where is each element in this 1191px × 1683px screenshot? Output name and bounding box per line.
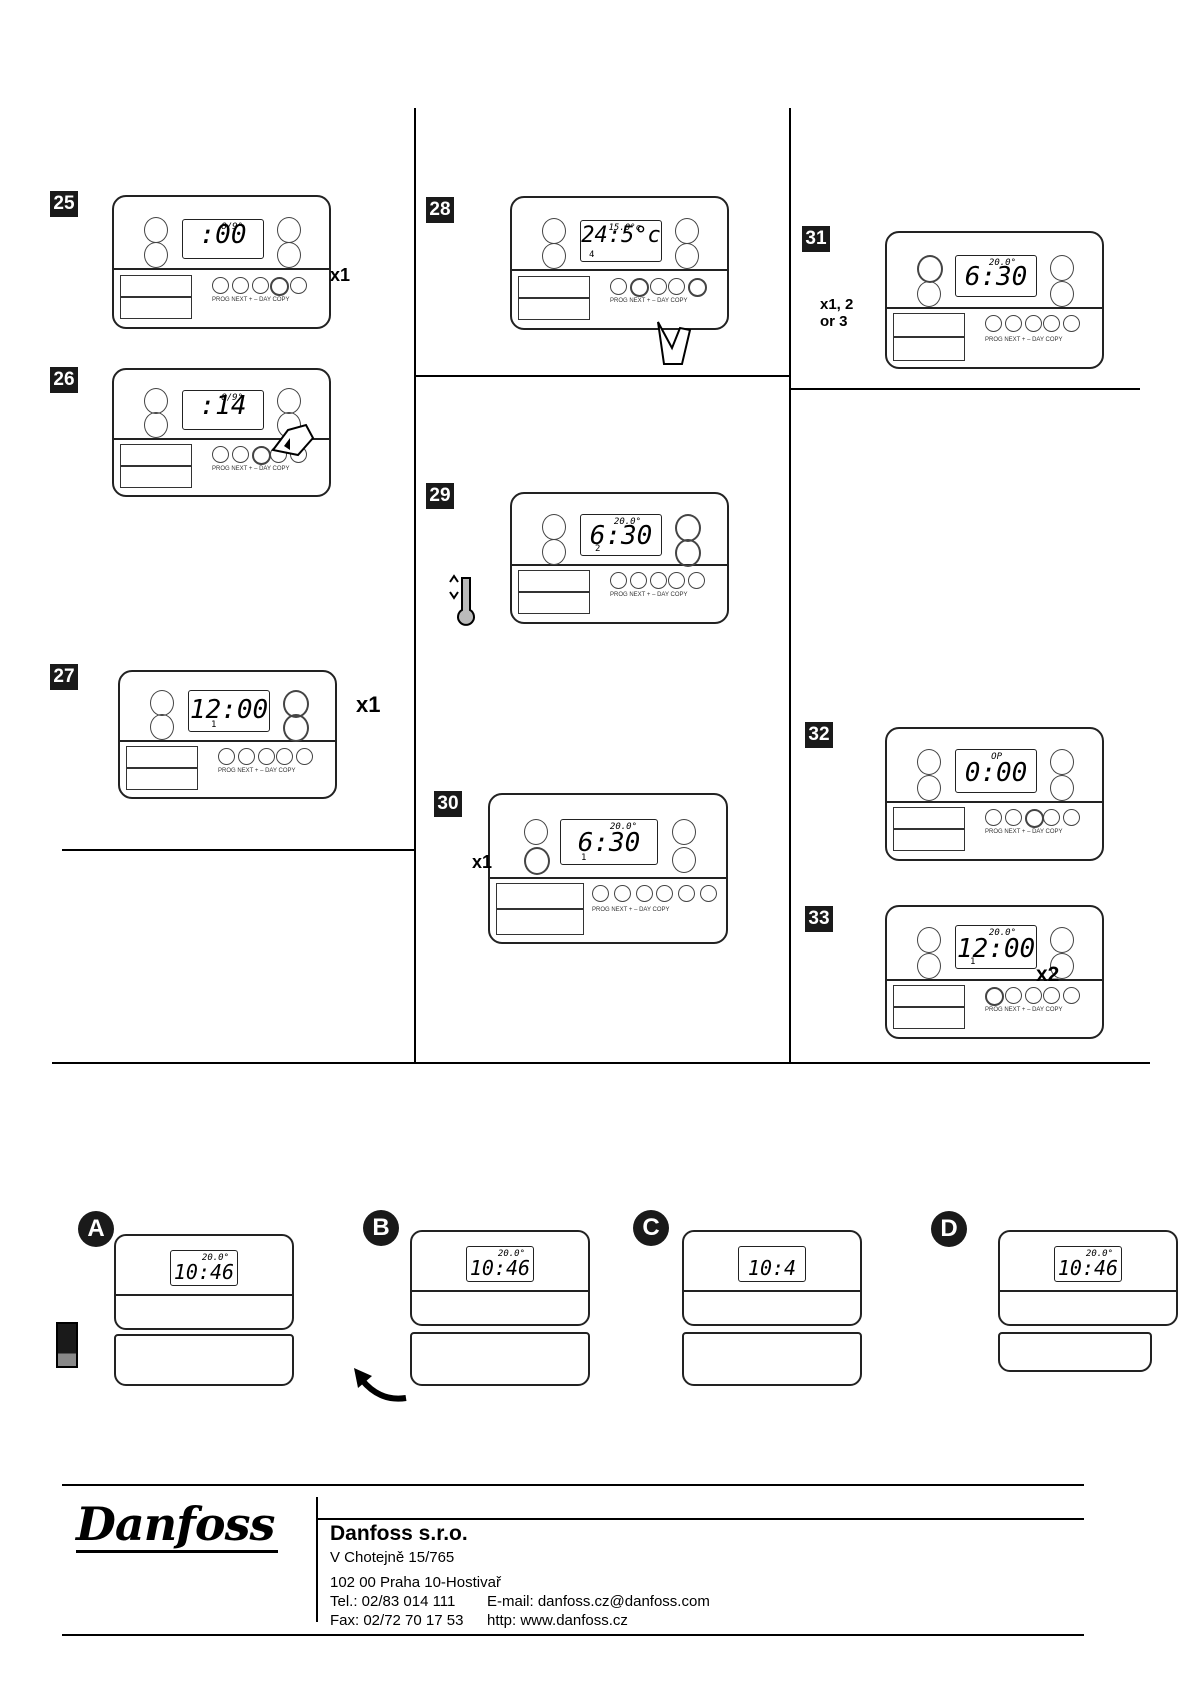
- lcd-display: 10:4: [738, 1246, 806, 1282]
- step-number-33: 33: [805, 906, 833, 932]
- step-number-25: 25: [50, 191, 78, 217]
- battery-cover-b: [410, 1332, 590, 1386]
- lcd-display: 20.0°10:46: [466, 1246, 534, 1282]
- press-count-label: x1: [472, 852, 493, 872]
- step-number-31: 31: [802, 226, 830, 252]
- thermostat-33: 20.0°12:00 1 PROG NEXT + – DAY COPY: [885, 905, 1104, 1039]
- lcd-display: 20.0°6:30 2: [580, 514, 662, 556]
- lcd-display: 20.0°10:46: [170, 1250, 238, 1286]
- thermostat-29: 20.0°6:30 2 PROG NEXT + – DAY COPY: [510, 492, 729, 624]
- thermostat-a: 20.0°10:46: [114, 1234, 294, 1330]
- step-number-29: 29: [426, 483, 454, 509]
- section-divider-27-bottom: [62, 849, 414, 851]
- thermostat-30: 20.0°6:30 1 PROG NEXT + – DAY COPY: [488, 793, 728, 944]
- email-address: E-mail: danfoss.cz@danfoss.com: [487, 1593, 710, 1610]
- battery-cover-c: [682, 1332, 862, 1386]
- column-divider-left: [414, 108, 416, 1064]
- company-name: Danfoss s.r.o.: [330, 1522, 468, 1545]
- thermostat-25: 8/9°:00 PROG NEXT + – DAY COPY: [112, 195, 331, 329]
- battery-low-icon: [56, 1322, 78, 1368]
- column-divider-right: [789, 108, 791, 1064]
- battery-cover-a: [114, 1334, 294, 1386]
- lcd-display: 20.0°10:46: [1054, 1246, 1122, 1282]
- phone-number: Tel.: 02/83 014 111: [330, 1593, 456, 1610]
- two-finger-hand-icon: [657, 321, 692, 365]
- press-count-label: x1: [356, 692, 381, 717]
- footer-company-rule: [316, 1518, 1084, 1520]
- press-count-label: x1: [330, 265, 351, 285]
- address-line-2: 102 00 Praha 10-Hostivař: [330, 1574, 501, 1591]
- step-letter-a: A: [78, 1211, 114, 1247]
- section-divider-main: [52, 1062, 1150, 1064]
- hand-press-icon: [271, 423, 315, 457]
- section-divider-31-32: [791, 388, 1140, 390]
- step-letter-d: D: [931, 1211, 967, 1247]
- lcd-display: 20.0°6:30 1: [560, 819, 658, 865]
- lcd-display: 20.0°12:00 1: [955, 925, 1037, 969]
- section-divider-28-29: [416, 375, 789, 377]
- step-number-27: 27: [50, 664, 78, 690]
- step-number-30: 30: [434, 791, 462, 817]
- lcd-display: 8/9°:00: [182, 219, 264, 259]
- website: http: www.danfoss.cz: [487, 1612, 628, 1629]
- step-number-32: 32: [805, 722, 833, 748]
- step-number-28: 28: [426, 197, 454, 223]
- lcd-display: 8/9°:14: [182, 390, 264, 430]
- thermostat-c: 10:4: [682, 1230, 862, 1326]
- press-count-label: x2: [1036, 963, 1060, 986]
- battery-cover-d: [998, 1332, 1152, 1372]
- thermostat-27: 12:00 1 PROG NEXT + – DAY COPY: [118, 670, 337, 799]
- thermometer-hand-icon: [449, 574, 475, 626]
- lcd-display: 12:00 1: [188, 690, 270, 732]
- danfoss-logo: Danfoss: [76, 1498, 279, 1553]
- step-letter-b: B: [363, 1210, 399, 1246]
- open-cover-arrow-icon: [354, 1368, 407, 1402]
- step-number-26: 26: [50, 367, 78, 393]
- thermostat-b: 20.0°10:46: [410, 1230, 590, 1326]
- step-letter-c: C: [633, 1210, 669, 1246]
- thermostat-d: 20.0°10:46: [998, 1230, 1178, 1326]
- footer-divider: [316, 1497, 318, 1622]
- fax-number: Fax: 02/72 70 17 53: [330, 1612, 464, 1629]
- lcd-display: 20.0°6:30: [955, 255, 1037, 297]
- footer-top-rule: [62, 1484, 1084, 1486]
- thermostat-31: 20.0°6:30 PROG NEXT + – DAY COPY: [885, 231, 1104, 369]
- footer-bottom-rule: [62, 1634, 1084, 1636]
- address-line-1: V Chotejně 15/765: [330, 1549, 455, 1566]
